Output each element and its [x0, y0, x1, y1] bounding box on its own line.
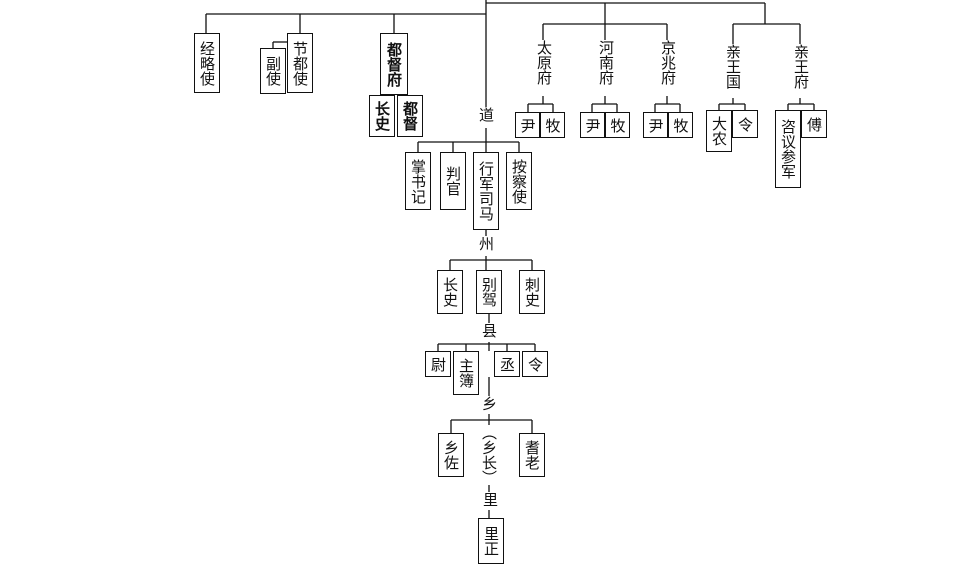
- node-xingjun: 行军司马: [473, 152, 499, 230]
- label-taiyuan: 太原府: [535, 40, 553, 85]
- label-qinwangguo: 亲王国: [724, 44, 742, 89]
- node-panguan: 判官: [440, 152, 466, 210]
- label-jingzhao: 京兆府: [659, 40, 677, 85]
- label-qinwangfu: 亲王府: [792, 44, 810, 89]
- node-danong: 大农: [706, 110, 732, 152]
- node-jinglue: 经略使: [194, 33, 220, 93]
- node-fu2: 傅: [801, 110, 827, 138]
- node-cheng: 丞: [494, 351, 520, 377]
- node-mu-henan: 牧: [605, 112, 630, 138]
- node-biejia: 别驾: [476, 270, 502, 314]
- node-dudu: 都督: [397, 95, 423, 137]
- label-xiang: 乡: [480, 396, 498, 411]
- label-xian: 县: [480, 323, 498, 338]
- node-zhubu: 主簿: [453, 351, 479, 395]
- label-li: 里: [481, 492, 499, 507]
- node-zhangshi-zhou: 长史: [437, 270, 463, 314]
- node-ancha: 按察使: [506, 152, 532, 210]
- label-dao: 道: [477, 107, 495, 122]
- label-zhou: 州: [477, 236, 495, 251]
- node-yin-henan: 尹: [580, 112, 605, 138]
- node-yin-jingzhao: 尹: [643, 112, 668, 138]
- node-qilao: 耆老: [519, 433, 545, 477]
- node-jiedu: 节都使: [287, 33, 313, 93]
- node-mu-jingzhao: 牧: [668, 112, 693, 138]
- node-dudufu: 都督府: [380, 33, 408, 95]
- label-xiangzhang: （乡长）: [480, 425, 498, 485]
- node-xiangzuo: 乡佐: [438, 433, 464, 477]
- node-zhangshi-dd: 长史: [369, 95, 395, 137]
- node-wei: 尉: [425, 351, 451, 377]
- node-yin-taiyuan: 尹: [515, 112, 540, 138]
- node-cishi: 刺史: [519, 270, 545, 314]
- node-zhangshuji: 掌书记: [405, 152, 431, 210]
- node-lizheng: 里正: [478, 518, 504, 564]
- label-henan: 河南府: [597, 40, 615, 85]
- node-ling-wangguo: 令: [732, 110, 758, 138]
- node-fu: 副使: [260, 48, 286, 94]
- node-ling-xian: 令: [522, 351, 548, 377]
- node-ziyi: 咨议参军: [775, 110, 801, 188]
- node-mu-taiyuan: 牧: [540, 112, 565, 138]
